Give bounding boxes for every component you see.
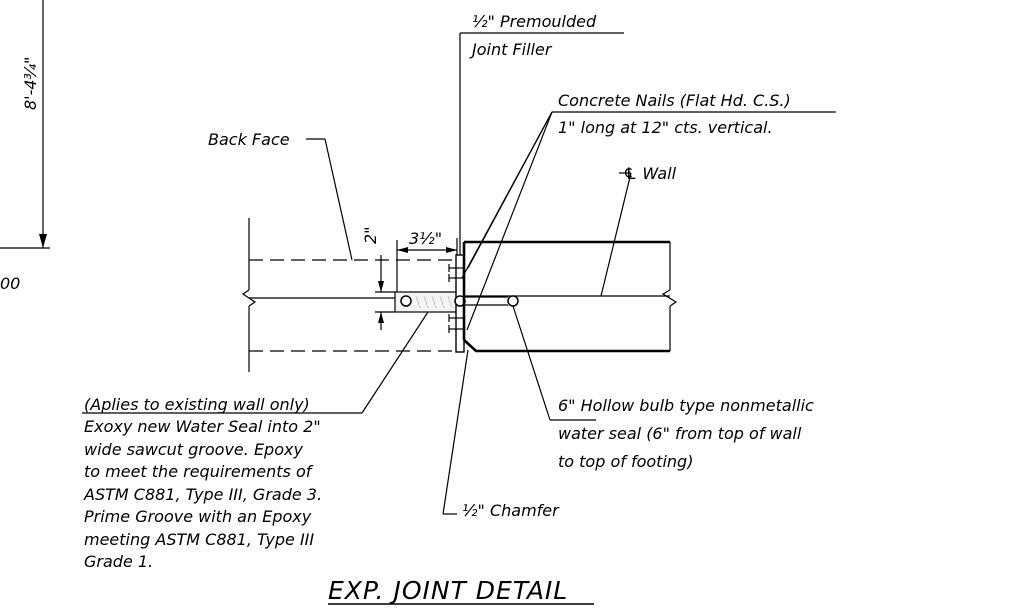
groove-fill-hatch [415,295,453,309]
nails-leader-middle [461,111,553,279]
water-seal-note-line1: 6" Hollow bulb type nonmetallic [558,396,814,415]
groove-depth-arrow-lower [378,312,384,323]
water-seal-leader [512,305,551,421]
epoxy-note-line1: (Aplies to existing wall only) [84,395,310,414]
partial-edge-text: 00 [0,274,20,293]
joint-filler-label-line2: Joint Filler [469,40,553,59]
back-face-leader [324,138,353,261]
epoxy-note-line3: wide sawcut groove. Epoxy [84,440,303,459]
water-seal-note-line3: to top of footing) [558,452,693,471]
water-seal-note-line2: water seal (6" from top of wall [558,424,802,443]
epoxy-note-leader [361,311,429,414]
epoxy-note-line4: to meet the requirements of [84,462,314,481]
vertical-dimension-label: 8'-4¾" [21,57,40,110]
nails-label-line1: Concrete Nails (Flat Hd. C.S.) [558,91,791,110]
back-face-label: Back Face [208,130,290,149]
concrete-nails [448,264,464,333]
groove-depth-label: 2" [361,226,380,244]
groove-width-arrow-left [397,247,408,253]
nails-leader-lower [466,111,553,331]
new-wall-bottom-face-chamfer [463,339,670,353]
epoxy-note-line5: ASTM C881, Type III, Grade 3. [83,485,322,504]
epoxy-note-line2: Exoxy new Water Seal into 2" [84,417,321,436]
center-wall-label: ℄ Wall [623,164,677,183]
joint-filler-label-line1: ½" Premoulded [472,12,597,31]
epoxy-note-line7: meeting ASTM C881, Type III [84,530,314,549]
drawing-title: EXP. JOINT DETAIL [328,576,568,605]
epoxy-note-line8: Grade 1. [84,552,153,571]
chamfer-label: ½" Chamfer [462,501,560,520]
groove-depth-arrow-upper [378,281,384,292]
groove-width-arrow-right [446,247,457,253]
groove-width-label: 3½" [409,229,442,248]
groove-seal-bulb [400,295,412,307]
new-wall-break-symbol [661,289,678,307]
chamfer-leader [442,349,469,515]
water-seal-bulb [507,295,519,307]
center-wall-leader [600,172,632,297]
nails-label-line2: 1" long at 12" cts. vertical. [558,118,773,137]
vertical-dimension-arrowhead [39,234,47,248]
epoxy-note-line6: Prime Groove with an Epoxy [84,507,312,526]
